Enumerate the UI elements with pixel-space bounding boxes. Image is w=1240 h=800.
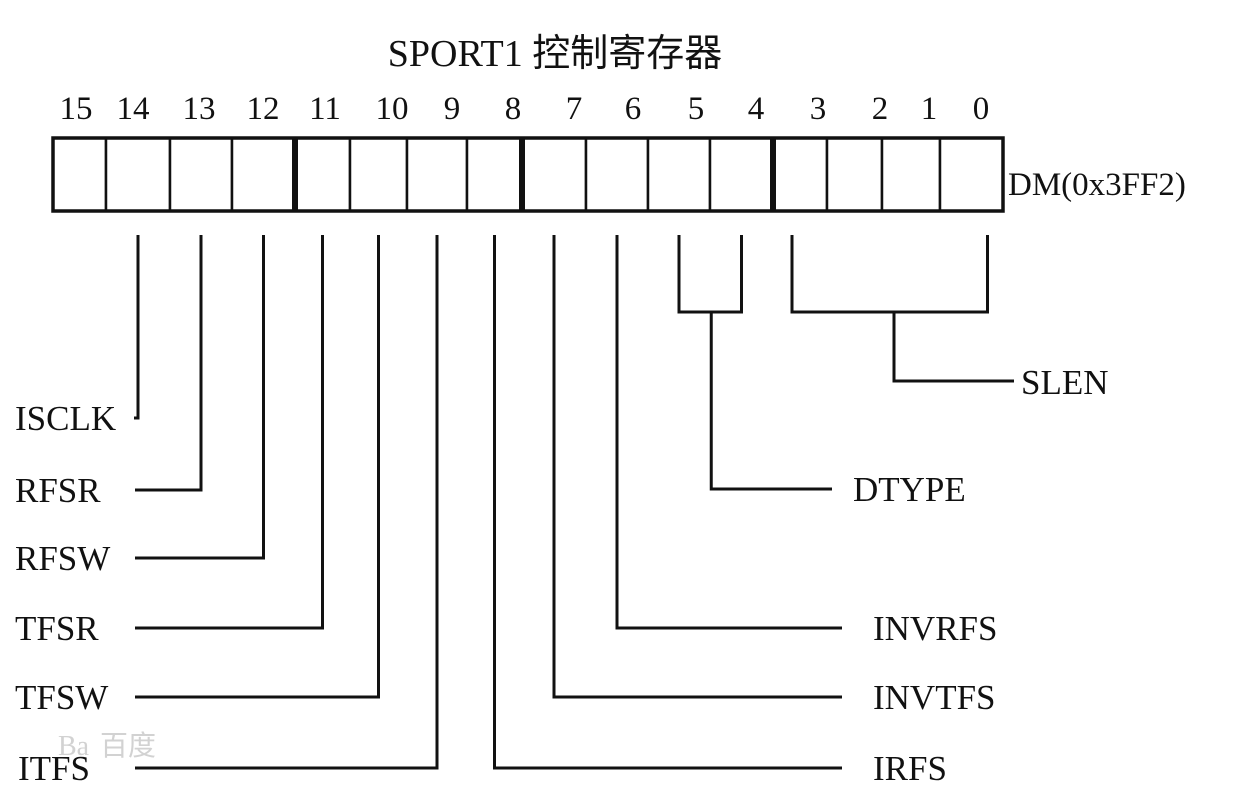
leader-line-dtype [709, 312, 832, 491]
bit-cell-14 [104, 136, 172, 213]
bit-cell-4 [708, 136, 775, 213]
bit-cell-15 [51, 136, 108, 213]
bit-number-5: 5 [688, 91, 705, 127]
bit-cell-12 [230, 136, 297, 213]
bit-cell-3 [771, 136, 829, 213]
bit-number-3: 3 [810, 91, 827, 127]
bit-number-2: 2 [872, 91, 889, 127]
bit-cell-9 [405, 136, 469, 213]
field-leader-lines [134, 235, 1014, 770]
bit-cell-8 [465, 136, 524, 213]
bit-number-8: 8 [505, 91, 522, 127]
field-label-slen: SLEN [1021, 363, 1109, 402]
bit-number-10: 10 [376, 91, 409, 127]
bit-cell-11 [293, 136, 352, 213]
field-label-tfsr: TFSR [15, 609, 99, 648]
field-label-invtfs: INVTFS [873, 678, 996, 717]
leader-line-invrfs [615, 235, 842, 630]
leader-line-rfsw [135, 235, 265, 560]
leader-line-slen [892, 312, 1014, 383]
leader-line-tfsw [135, 235, 380, 699]
bit-number-11: 11 [309, 91, 341, 127]
leader-line-irfs [493, 235, 842, 770]
watermark-logo: 百度 [100, 730, 156, 762]
bit-number-7: 7 [566, 91, 583, 127]
field-label-tfsw: TFSW [15, 678, 108, 717]
leader-line-slen-bracket [790, 235, 989, 314]
bit-number-1: 1 [921, 91, 938, 127]
bit-number-9: 9 [444, 91, 461, 127]
watermark-paw-icon: Ba [58, 731, 90, 762]
bit-number-13: 13 [183, 91, 216, 127]
leader-line-itfs [135, 235, 439, 770]
bit-number-4: 4 [748, 91, 765, 127]
bit-cell-7 [520, 136, 588, 213]
leader-line-tfsr [135, 235, 324, 630]
bit-number-14: 14 [117, 91, 150, 127]
register-address: DM(0x3FF2) [1008, 167, 1186, 203]
leader-line-invtfs [552, 235, 842, 699]
bit-cell-13 [168, 136, 234, 213]
field-label-rfsw: RFSW [15, 539, 110, 578]
field-label-itfs: ITFS [18, 749, 90, 788]
bit-cell-0 [938, 136, 1005, 213]
bit-number-15: 15 [60, 91, 93, 127]
leader-line-isclk [134, 235, 140, 420]
bit-number-0: 0 [973, 91, 990, 127]
field-labels: ISCLK RFSR RFSW TFSR TFSW ITFS INVRFS INVTFS IRF… [15, 363, 1109, 788]
bit-cell-1 [880, 136, 942, 213]
register-outline [51, 136, 1005, 213]
field-label-rfsr: RFSR [15, 471, 101, 510]
bit-cell-2 [825, 136, 884, 213]
field-label-dtype: DTYPE [853, 470, 966, 509]
bit-cell-6 [584, 136, 650, 213]
bit-cell-10 [348, 136, 409, 213]
register-cells [51, 136, 1005, 213]
bit-number-12: 12 [247, 91, 280, 127]
field-label-isclk: ISCLK [15, 399, 116, 438]
field-label-irfs: IRFS [873, 749, 947, 788]
diagram-title: SPORT1 控制寄存器 [388, 33, 723, 75]
bit-number-6: 6 [625, 91, 642, 127]
bit-cell-5 [646, 136, 712, 213]
leader-line-rfsr [135, 235, 203, 492]
field-label-invrfs: INVRFS [873, 609, 997, 648]
